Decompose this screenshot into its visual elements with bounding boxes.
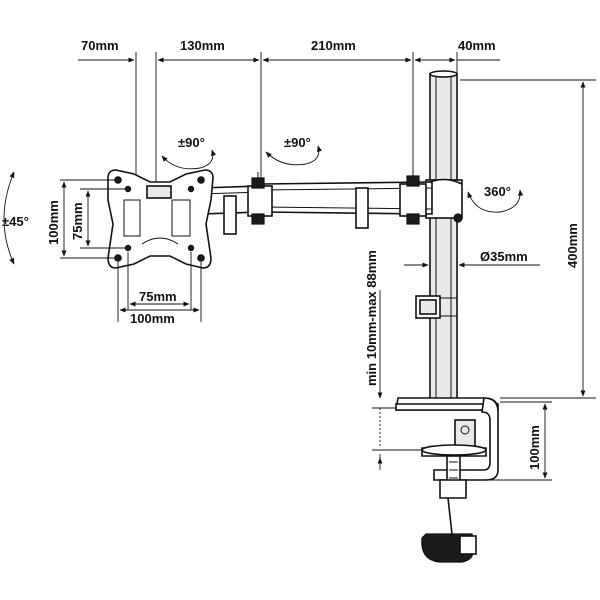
dim-vesa-h-75: 75mm [139, 289, 177, 304]
clamp-range-dimension: min 10mm-max 88mm [364, 250, 424, 470]
dim-diameter: Ø35mm [480, 249, 528, 264]
dim-130: 130mm [180, 38, 225, 53]
clamp-height-dimension: 100mm [490, 401, 552, 481]
swivel-indicator-2: ±90° [265, 135, 322, 166]
dim-vesa-v-100: 100mm [46, 200, 61, 245]
rotation-indicator: 360° [467, 184, 524, 213]
vesa-horizontal-dimensions: 75mm 100mm [117, 252, 202, 326]
vesa-vertical-dimensions: 100mm 75mm [46, 179, 126, 259]
height-dimension: 400mm [460, 79, 596, 399]
desk-clamp [395, 397, 499, 563]
vesa-plate [107, 169, 214, 269]
pole [415, 70, 463, 401]
swivel-label-2: ±90° [284, 135, 311, 150]
dim-40: 40mm [458, 38, 496, 53]
arm [199, 170, 463, 235]
top-dimensions: 70mm 130mm 210mm 40mm [78, 38, 500, 80]
dim-400: 400mm [565, 223, 580, 268]
tilt-indicator: ±45° [2, 171, 29, 265]
swivel-indicator-1: ±90° [161, 135, 216, 170]
dim-70: 70mm [81, 38, 119, 53]
dim-vesa-v-75: 75mm [70, 202, 85, 240]
rotation-label: 360° [484, 184, 511, 199]
guide-lines [135, 80, 414, 188]
swivel-label-1: ±90° [178, 135, 205, 150]
clamp-range-label: min 10mm-max 88mm [364, 250, 379, 386]
dim-clamp-100: 100mm [527, 425, 542, 470]
tilt-label: ±45° [2, 214, 29, 229]
dim-210: 210mm [311, 38, 356, 53]
dim-vesa-h-100: 100mm [130, 311, 175, 326]
pole-diameter: Ø35mm [404, 249, 540, 268]
